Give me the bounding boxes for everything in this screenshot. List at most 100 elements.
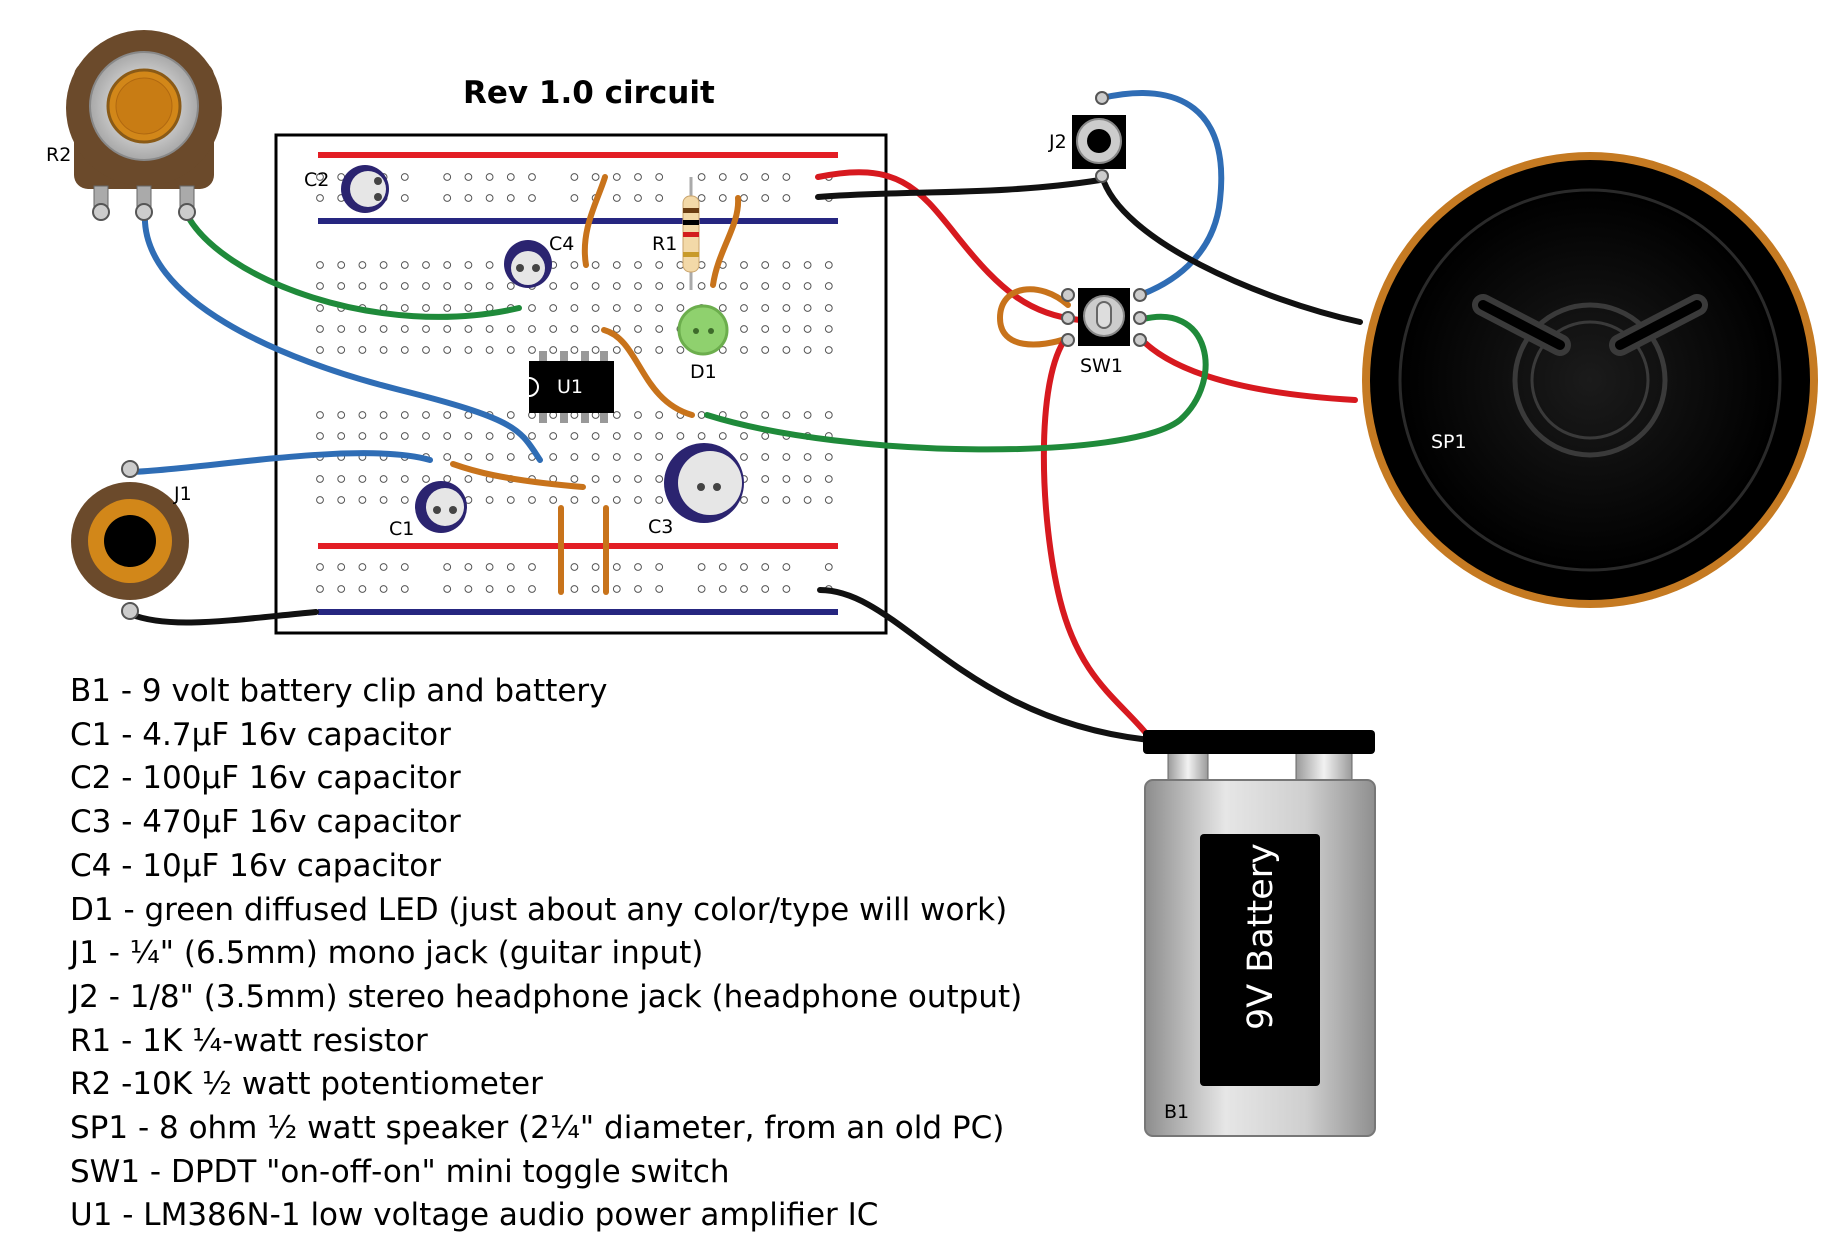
breadboard-hole <box>570 173 579 181</box>
breadboard-hole <box>740 282 748 290</box>
breadboard-hole <box>634 346 642 354</box>
wire-orange-jumper-1 <box>581 174 608 268</box>
breadboard-hole <box>337 585 346 593</box>
breadboard-hole <box>761 261 770 269</box>
breadboard-hole <box>634 496 642 504</box>
breadboard-hole <box>676 346 685 354</box>
label-sp1: SP1 <box>1431 431 1467 453</box>
breadboard-hole <box>528 432 536 440</box>
breadboard-hole <box>718 304 727 312</box>
breadboard-hole <box>655 325 664 333</box>
led-d1 <box>677 304 729 356</box>
breadboard-hole <box>358 282 367 290</box>
breadboard-hole <box>464 304 473 312</box>
breadboard-hole <box>612 261 621 269</box>
breadboard-hole <box>740 496 748 504</box>
breadboard-hole <box>485 453 494 461</box>
breadboard-hole <box>612 475 621 483</box>
breadboard-hole <box>316 475 324 483</box>
breadboard-hole <box>570 432 579 440</box>
breadboard-hole <box>485 282 494 290</box>
parts-list-item: D1 - green diffused LED (just about any … <box>70 891 1008 928</box>
breadboard-hole <box>761 432 770 440</box>
breadboard-hole <box>697 432 706 440</box>
wire-orange-jumper-4 <box>450 461 586 490</box>
breadboard-hole <box>824 453 833 461</box>
breadboard-hole <box>803 325 812 333</box>
breadboard-hole <box>591 475 600 483</box>
breadboard-hole <box>570 453 579 461</box>
breadboard-hole <box>782 282 791 290</box>
parts-list-item: SP1 - 8 ohm ½ watt speaker (2¼" diameter… <box>70 1110 1005 1147</box>
breadboard-hole <box>400 432 409 440</box>
breadboard-hole <box>570 261 579 269</box>
breadboard-hole <box>506 194 515 202</box>
breadboard-hole <box>549 304 558 312</box>
breadboard-hole <box>316 563 324 571</box>
breadboard-hole <box>824 325 833 333</box>
breadboard-hole <box>485 563 494 571</box>
breadboard-hole <box>591 496 600 504</box>
breadboard-hole <box>591 432 600 440</box>
breadboard-hole <box>612 173 621 181</box>
breadboard-hole <box>506 173 515 181</box>
breadboard-hole <box>697 585 706 593</box>
parts-list-item: J1 - ¼" (6.5mm) mono jack (guitar input) <box>70 935 704 972</box>
wire-red-switch-speaker <box>1137 335 1358 403</box>
breadboard-hole <box>400 261 409 269</box>
breadboard-hole <box>634 282 642 290</box>
breadboard-hole <box>379 563 388 571</box>
breadboard-hole <box>443 173 452 181</box>
breadboard-hole <box>528 346 536 354</box>
breadboard-hole <box>422 261 430 269</box>
breadboard-hole <box>570 282 579 290</box>
parts-list-item: B1 - 9 volt battery clip and battery <box>70 673 608 709</box>
breadboard-hole <box>379 496 388 504</box>
breadboard-hole <box>443 304 452 312</box>
breadboard-hole <box>400 411 409 419</box>
breadboard-hole <box>718 432 727 440</box>
breadboard-hole <box>803 304 812 312</box>
breadboard-hole <box>612 282 621 290</box>
breadboard-hole <box>761 453 770 461</box>
breadboard-hole <box>358 496 367 504</box>
wire-green-switch-breadboard <box>704 314 1209 453</box>
breadboard-hole <box>506 282 515 290</box>
breadboard-hole <box>337 432 346 440</box>
breadboard-hole <box>612 496 621 504</box>
breadboard-hole <box>528 173 536 181</box>
breadboard-hole <box>485 496 494 504</box>
breadboard-hole <box>824 346 833 354</box>
breadboard-hole <box>612 346 621 354</box>
breadboard-hole <box>612 563 621 571</box>
capacitor-c1 <box>415 481 467 533</box>
breadboard-hole <box>591 282 600 290</box>
breadboard-hole <box>591 453 600 461</box>
parts-list-item: C2 - 100µF 16v capacitor <box>70 760 461 797</box>
breadboard-hole <box>761 325 770 333</box>
breadboard-hole <box>718 194 727 202</box>
breadboard-hole <box>549 282 558 290</box>
breadboard-hole <box>740 346 748 354</box>
breadboard-hole <box>316 304 324 312</box>
wire-green-pot-breadboard <box>183 210 522 320</box>
breadboard-hole <box>718 563 727 571</box>
breadboard-hole <box>591 585 600 593</box>
breadboard-hole <box>464 325 473 333</box>
breadboard-hole <box>528 496 536 504</box>
wire-black-j2-speaker <box>1099 173 1363 325</box>
breadboard-hole <box>655 563 664 571</box>
breadboard-hole <box>824 261 833 269</box>
breadboard-hole <box>761 304 770 312</box>
breadboard-hole <box>718 585 727 593</box>
potentiometer-r2 <box>66 30 222 221</box>
breadboard-hole <box>316 496 324 504</box>
parts-list-item: SW1 - DPDT "on-off-on" mini toggle switc… <box>70 1153 730 1190</box>
breadboard-hole <box>655 432 664 440</box>
breadboard-hole <box>676 304 685 312</box>
breadboard-hole <box>634 194 642 202</box>
breadboard-hole <box>655 194 664 202</box>
breadboard-hole <box>782 325 791 333</box>
breadboard-hole <box>464 346 473 354</box>
label-u1: U1 <box>557 376 583 398</box>
